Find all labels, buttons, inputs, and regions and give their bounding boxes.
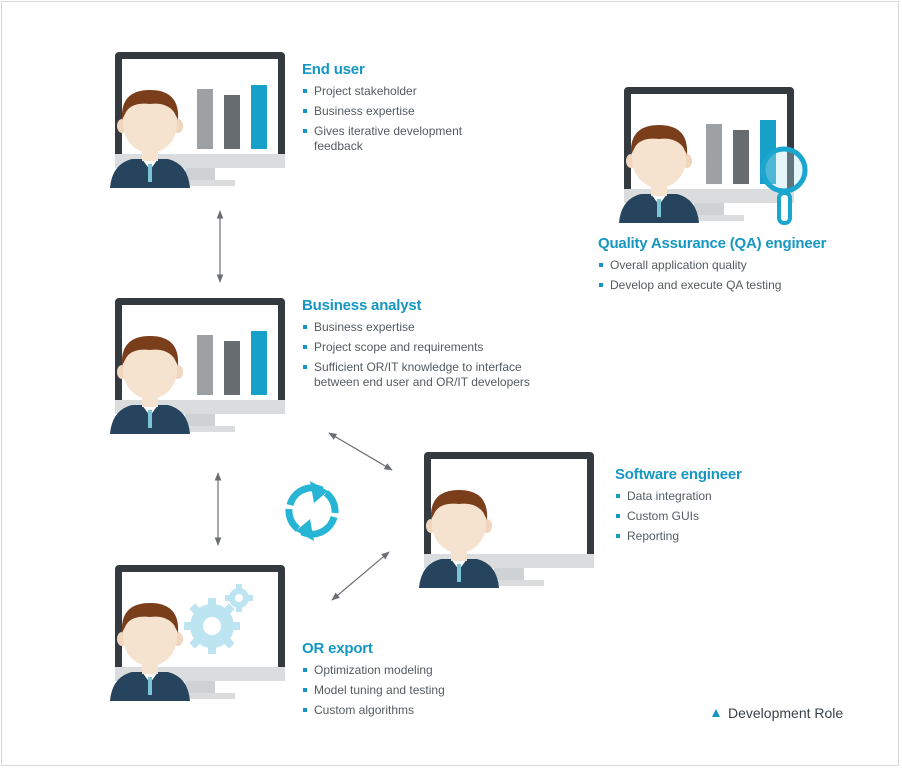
role-title: OR export [302,640,373,657]
role-list: Project stakeholder Business expertise G… [302,84,492,154]
list-item: Custom GUIs [615,509,815,524]
business-analyst-role: Business analyst Business expertise Proj… [302,297,547,395]
role-list: Business expertise Project scope and req… [302,320,547,390]
role-title: Business analyst [302,297,422,314]
triangle-up-icon [712,709,720,717]
magnifier-icon [760,146,808,225]
role-title: Quality Assurance (QA) engineer [598,235,827,252]
role-title: End user [302,61,365,78]
list-item: Reporting [615,529,815,544]
legend-label: Development Role [728,705,844,721]
legend: Development Role [712,705,843,721]
business-analyst-monitor-icon [115,298,285,432]
role-list: Data integration Custom GUIs Reporting [615,489,815,544]
double-arrow-icon [331,551,390,601]
chart-bar [251,331,267,395]
gears-icon [184,584,253,654]
end-user-monitor-icon [115,52,285,186]
chart-bar [197,335,213,395]
or-export-role: OR export Optimization modeling Model tu… [302,640,502,723]
list-item: Business expertise [302,320,547,335]
list-item: Model tuning and testing [302,683,502,698]
role-title: Software engineer [615,466,742,483]
list-item: Gives iterative development feedback [302,124,492,154]
list-item: Optimization modeling [302,663,502,678]
role-list: Optimization modeling Model tuning and t… [302,663,502,718]
cycle-arrows-icon [285,481,339,541]
chart-bar [197,89,213,149]
software-engineer-role: Software engineer Data integration Custo… [615,466,815,549]
double-arrow-icon [328,432,393,471]
list-item: Project stakeholder [302,84,492,99]
end-user-role: End user Project stakeholder Business ex… [302,61,492,159]
chart-bar [733,130,749,184]
chart-bar [251,85,267,149]
role-list: Overall application quality Develop and … [598,258,858,293]
list-item: Data integration [615,489,815,504]
chart-bar [224,95,240,149]
qa-engineer-role: Quality Assurance (QA) engineer Overall … [598,235,858,298]
list-item: Sufficient OR/IT knowledge to interface … [302,360,547,390]
list-item: Overall application quality [598,258,858,273]
list-item: Project scope and requirements [302,340,547,355]
chart-bar [706,124,722,184]
chart-bar [224,341,240,395]
list-item: Develop and execute QA testing [598,278,858,293]
list-item: Business expertise [302,104,492,119]
list-item: Custom algorithms [302,703,502,718]
